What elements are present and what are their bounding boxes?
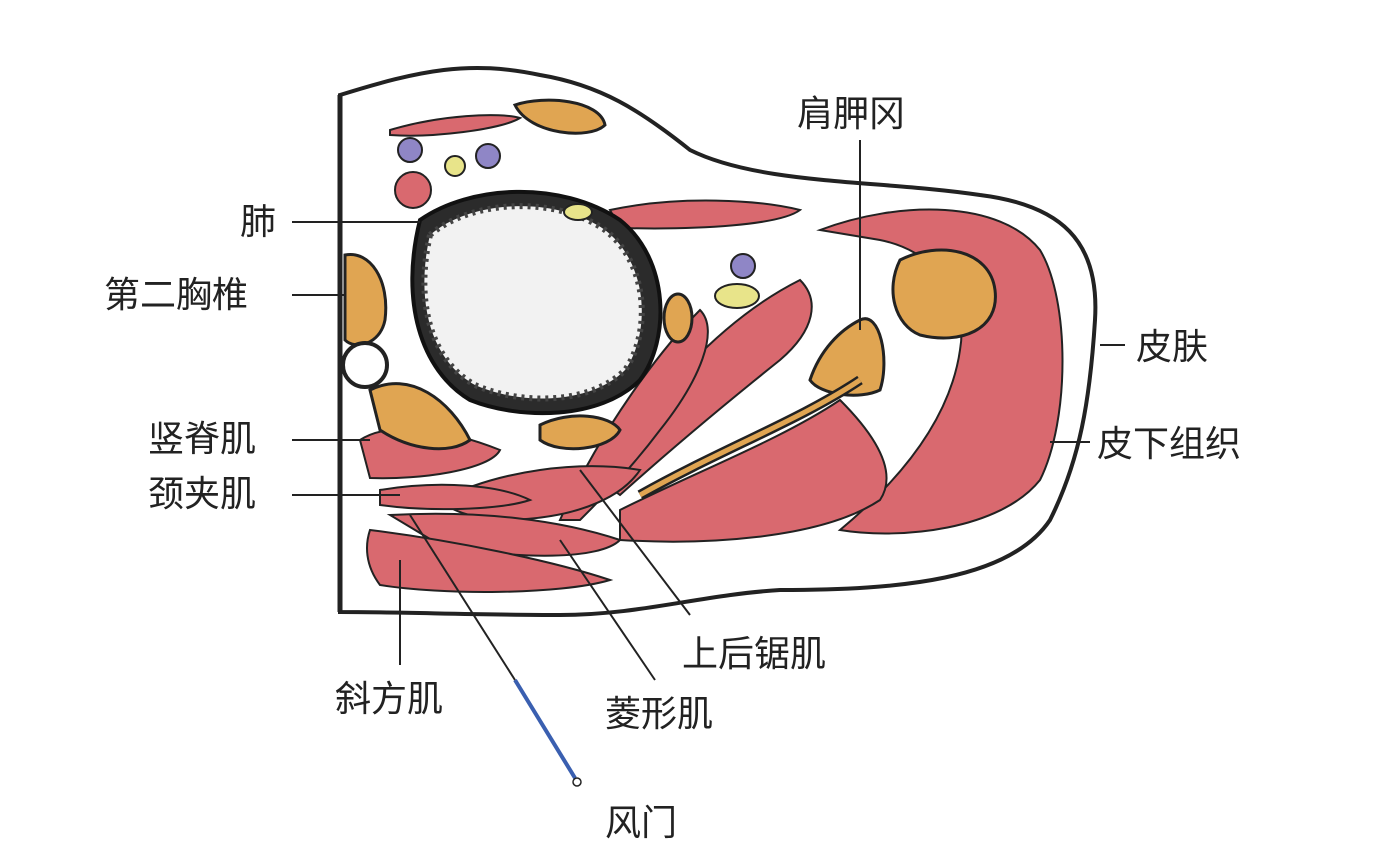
label-scapular-spine: 肩胛冈 [797, 94, 906, 135]
rib-bone [538, 414, 622, 451]
vessel-purple [730, 253, 756, 279]
label-fengmen: 风门 [605, 803, 678, 844]
splenius-muscle [379, 483, 533, 511]
label-erector-spinae: 竖脊肌 [148, 419, 257, 460]
spinal-canal [341, 341, 389, 389]
nerve-yellow [563, 203, 593, 221]
label-subcutaneous-tissue: 皮下组织 [1097, 424, 1242, 465]
muscle-upper-2 [389, 114, 523, 137]
rib-bone-upper [512, 98, 607, 135]
trapezius-muscle [366, 528, 614, 593]
artery-red [394, 171, 432, 209]
scapula-blade [808, 317, 886, 397]
needle-tip [572, 777, 582, 787]
label-lung: 肺 [240, 202, 277, 243]
scapula-bone [891, 248, 997, 340]
acupuncture-needle [409, 514, 516, 681]
label-rhomboid: 菱形肌 [605, 694, 714, 735]
label-splenius-cervicis: 颈夹肌 [148, 474, 257, 515]
label-skin: 皮肤 [1136, 327, 1209, 368]
muscle-upper [608, 199, 803, 230]
label-trapezius: 斜方肌 [335, 679, 444, 720]
label-serratus-posterior-superior: 上后锯肌 [682, 634, 827, 675]
vessel-purple [475, 143, 501, 169]
vessel-purple [397, 137, 423, 163]
label-second-thoracic-vertebra: 第二胸椎 [104, 275, 249, 316]
vertebra-process [368, 382, 472, 451]
nerve-yellow [714, 283, 760, 309]
leader-lines [292, 140, 1125, 681]
rib-small [662, 292, 694, 344]
muscle-band-1 [619, 398, 888, 543]
nerve-yellow [444, 155, 466, 177]
muscle-lateral [816, 208, 1064, 535]
